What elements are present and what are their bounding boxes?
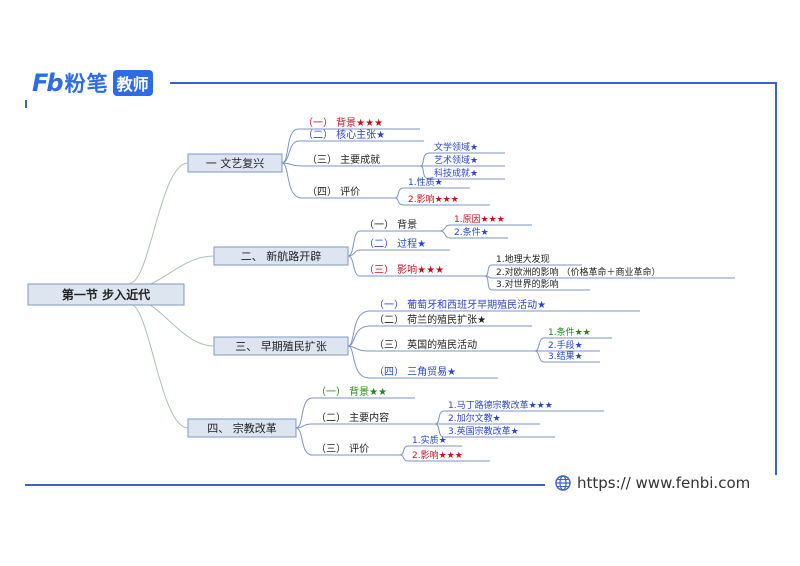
node-2-3: （三） 影响★★★: [364, 263, 444, 276]
node-2-1-2: 2.条件★: [454, 226, 489, 238]
branch-4-box: [187, 418, 297, 438]
node-4-3-1: 1.实质★: [412, 434, 447, 446]
node-2-3-3: 3.对世界的影响: [496, 278, 559, 290]
branch-1-box: [187, 153, 283, 173]
node-1-3-2: 艺术领域★: [434, 154, 478, 166]
node-1-1: （一） 背景★★★: [303, 116, 383, 129]
node-1-4-2: 2.影响★★★: [408, 193, 459, 205]
node-3-3-2: 2.手段★: [548, 339, 583, 351]
node-4-2-1: 1.马丁路德宗教改革★★★: [448, 399, 553, 411]
logo-mark: Fb: [32, 69, 64, 97]
logo-name: 粉笔: [64, 72, 109, 96]
node-4-1: （一） 背景★★: [316, 385, 387, 398]
node-2-1-1: 1.原因★★★: [454, 214, 505, 225]
node-4-3: （三） 评价: [316, 443, 369, 455]
fenbi-logo: Fb 粉笔 教师: [32, 69, 153, 97]
node-4-2-3: 3.英国宗教改革★: [448, 425, 519, 437]
frame-left-tick: [25, 100, 27, 108]
node-3-3-3: 3.结果★: [548, 350, 583, 362]
node-3-2: （二） 荷兰的殖民扩张★: [374, 313, 486, 326]
node-2-3-1: 1.地理大发现: [496, 253, 550, 265]
node-1-3-1: 文学领域★: [434, 141, 478, 153]
footer-url: https:// www.fenbi.com: [555, 472, 750, 494]
frame-bottom-line: [25, 484, 545, 486]
branch-connectors: [281, 128, 735, 462]
node-3-3-1: 1.条件★★: [548, 326, 591, 338]
node-4-2: （二） 主要内容: [316, 411, 389, 424]
node-2-3-2: 2.对欧洲的影响 （价格革命＋商业革命）: [496, 266, 660, 278]
branch-2-box: [213, 246, 349, 266]
node-1-3: （三） 主要成就: [307, 153, 380, 166]
node-3-3: （三） 英国的殖民活动: [374, 338, 477, 351]
root-node-box: [27, 283, 185, 306]
branch-3-label: 三、 早期殖民扩张: [235, 339, 327, 353]
node-1-4-1: 1.性质★: [408, 176, 443, 188]
node-3-1: （一） 葡萄牙和西班牙早期殖民活动★: [374, 298, 546, 311]
root-node: 第一节 步入近代: [62, 287, 150, 302]
branch-3-box: [213, 336, 349, 356]
branch-2-label: 二、 新航路开辟: [241, 249, 322, 263]
branch-1-label: 一 文艺复兴: [206, 156, 265, 170]
footer-url-text: https:// www.fenbi.com: [577, 474, 751, 492]
node-1-3-3: 科技成就★: [434, 167, 478, 179]
node-1-4: （四） 评价: [307, 186, 360, 198]
node-2-1: （一） 背景: [364, 218, 417, 231]
node-1-2: （二） 核心主张★: [303, 128, 385, 141]
node-4-2-2: 2.加尔文教★: [448, 412, 501, 424]
node-4-3-2: 2.影响★★★: [412, 449, 463, 461]
node-2-2: （二） 过程★: [364, 237, 426, 250]
logo-badge: 教师: [112, 70, 153, 96]
frame-right-line: [775, 82, 777, 475]
globe-icon: [555, 475, 571, 491]
frame-top-line: [170, 82, 776, 84]
branch-4-label: 四、 宗教改革: [207, 421, 277, 435]
node-3-4: （四） 三角贸易★: [374, 366, 456, 378]
